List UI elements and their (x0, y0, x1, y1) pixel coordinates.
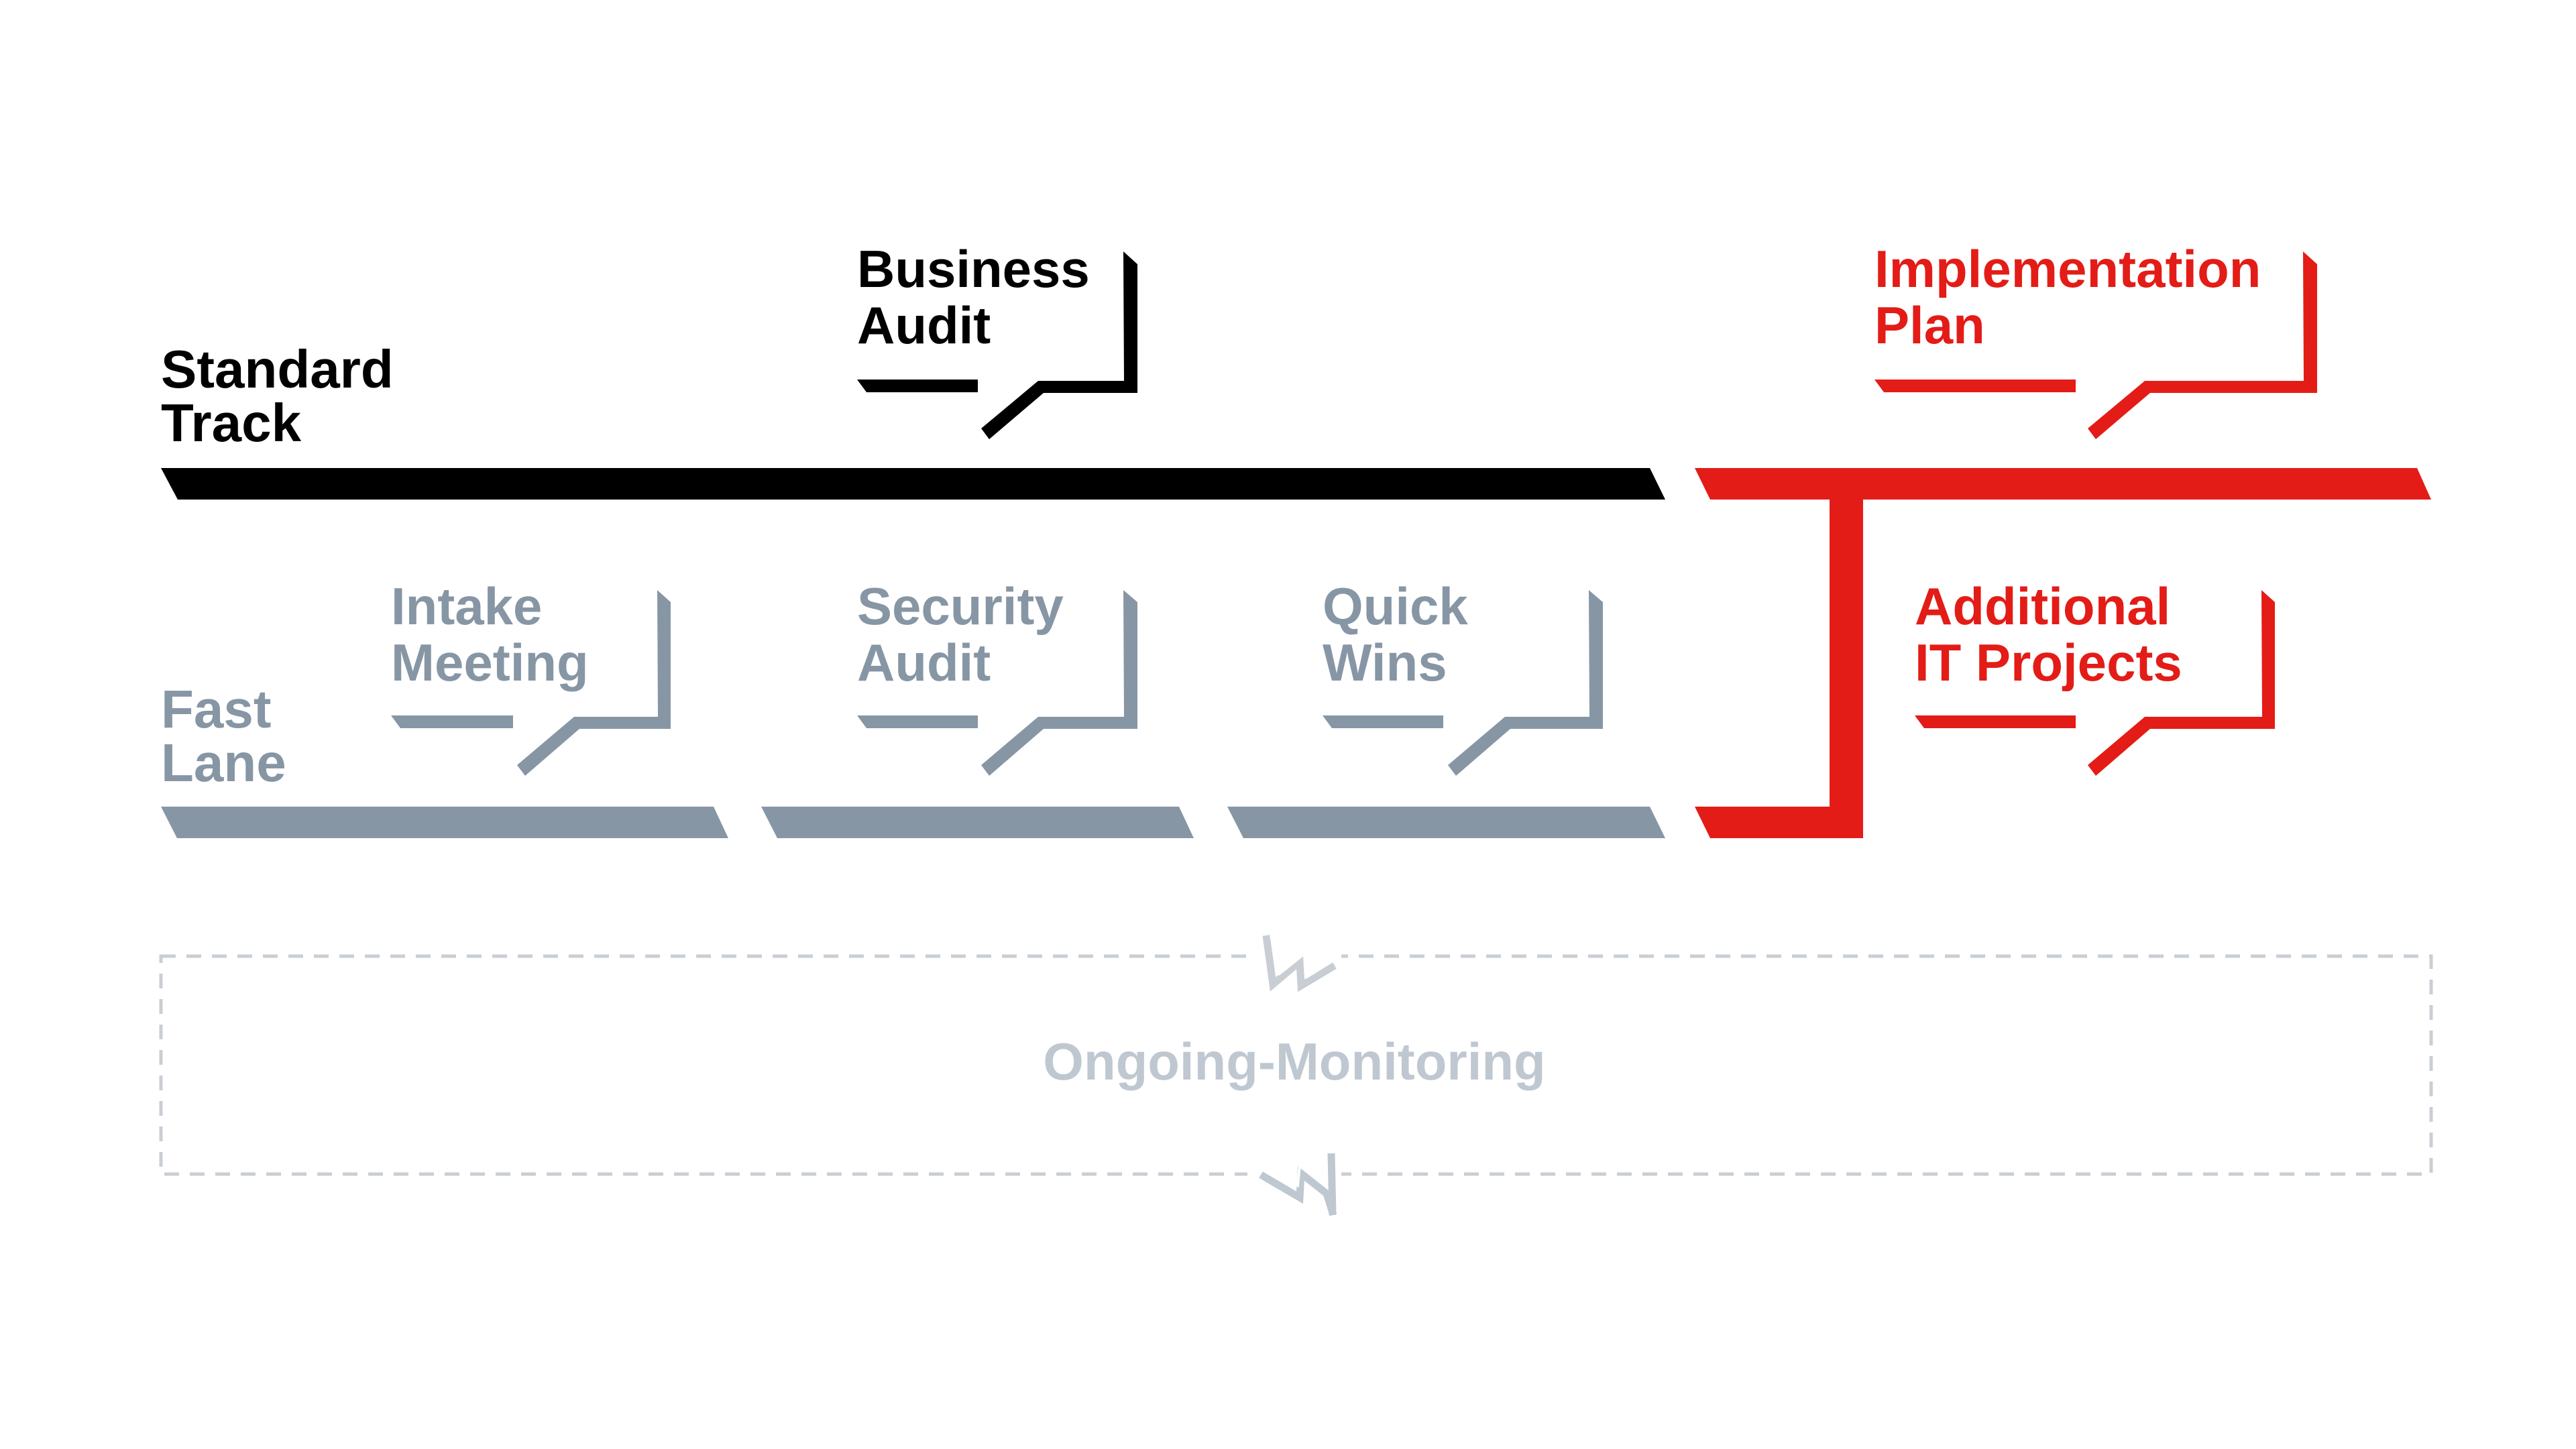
quick-wins-label-line2: Wins (1323, 633, 1447, 692)
standard-track: Standard Track (161, 339, 1665, 500)
business-audit-speech-tail (981, 251, 1137, 439)
callout-implementation-plan: Implementation Plan (1874, 239, 2317, 439)
security-audit-label-line2: Audit (857, 633, 991, 692)
intake-meeting-label-line1: Intake (391, 577, 542, 636)
monitoring-label: Ongoing-Monitoring (1043, 1032, 1545, 1091)
additional-projects-bar (1695, 807, 1863, 838)
implementation-bar (1695, 468, 2431, 500)
implementation-plan-label-line2: Plan (1874, 296, 1985, 355)
fast-lane-bar-1 (161, 807, 728, 838)
additional-it-projects-label-line2: IT Projects (1915, 633, 2182, 692)
quick-wins-speech-underline (1323, 715, 1443, 728)
fast-lane-label-line2: Lane (161, 733, 286, 793)
business-audit-label-line2: Audit (857, 296, 991, 355)
quick-wins-speech-tail (1448, 590, 1603, 776)
swoosh-icon-bottom (1247, 1148, 1341, 1216)
ongoing-monitoring: Ongoing-Monitoring (159, 935, 2433, 1216)
additional-it-projects-label-line1: Additional (1915, 577, 2170, 636)
fast-lane-label-line1: Fast (161, 679, 272, 739)
additional-it-projects-speech-tail (2088, 590, 2275, 776)
implementation-connector (1830, 496, 1863, 838)
callout-security-audit: Security Audit (857, 577, 1137, 776)
implementation-plan-speech-underline (1874, 380, 2076, 392)
standard-track-label-line1: Standard (161, 339, 394, 399)
implementation-plan-speech-tail (2088, 251, 2317, 439)
fast-lane-bar-2 (761, 807, 1194, 838)
business-audit-label-line1: Business (857, 239, 1090, 298)
swoosh-icon (1247, 935, 1341, 999)
standard-track-label-line2: Track (161, 393, 302, 453)
fast-lane: Fast Lane (161, 679, 1665, 838)
fast-lane-bar-3 (1227, 807, 1665, 838)
security-audit-label-line1: Security (857, 577, 1064, 636)
security-audit-speech-underline (857, 715, 978, 728)
business-audit-speech-underline (857, 380, 978, 392)
additional-it-projects-speech-underline (1915, 715, 2076, 728)
callout-business-audit: Business Audit (857, 239, 1137, 439)
intake-meeting-speech-underline (391, 715, 513, 728)
callout-additional-it-projects: Additional IT Projects (1915, 577, 2275, 776)
standard-track-bar (161, 468, 1665, 500)
intake-meeting-speech-tail (517, 590, 671, 776)
intake-meeting-label-line2: Meeting (391, 633, 589, 692)
implementation-branch (1695, 468, 2431, 838)
callout-quick-wins: Quick Wins (1323, 577, 1603, 776)
implementation-plan-label-line1: Implementation (1874, 239, 2261, 298)
security-audit-speech-tail (981, 590, 1137, 776)
quick-wins-label-line1: Quick (1323, 577, 1468, 636)
callout-intake-meeting: Intake Meeting (391, 577, 671, 776)
